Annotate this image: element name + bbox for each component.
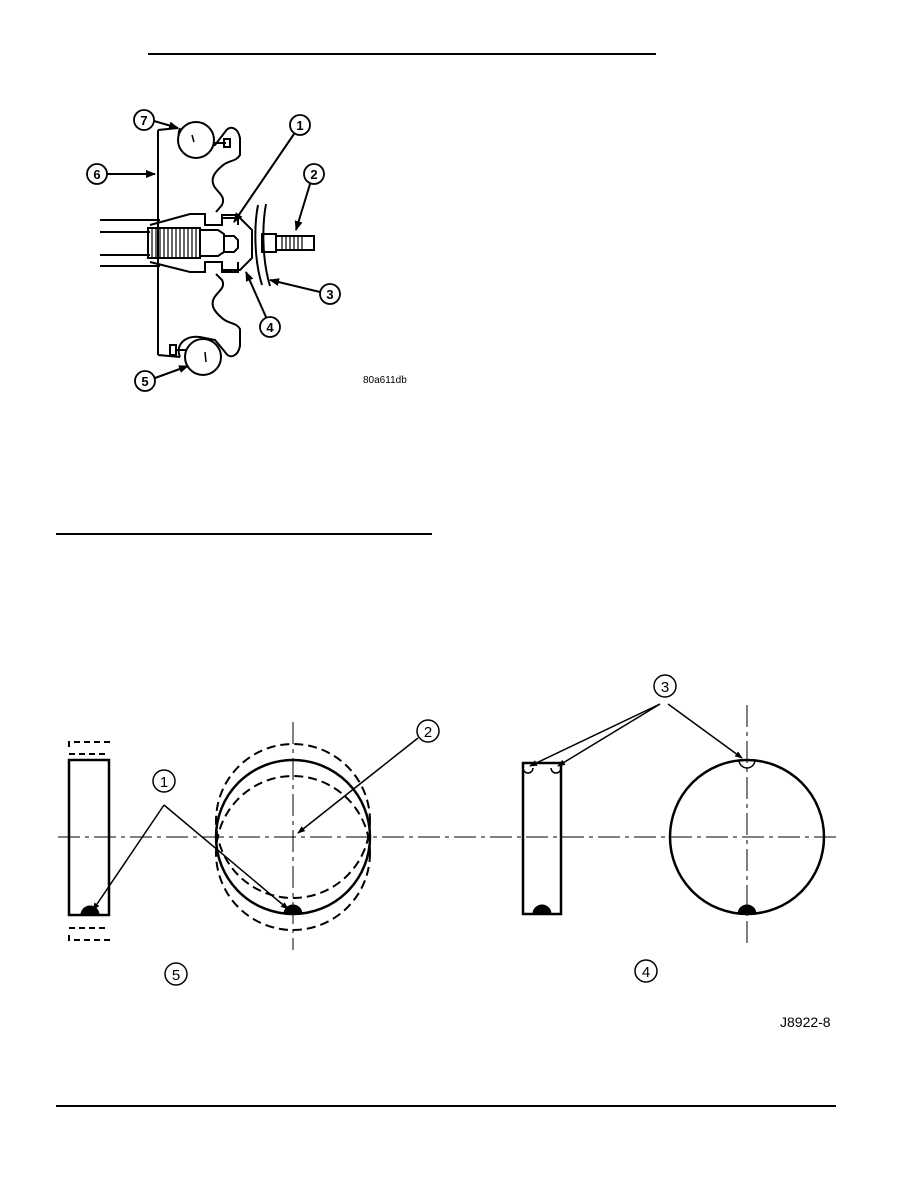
top-rule [148,53,656,55]
figure2-right-group [521,705,826,945]
figure2-left-group [67,722,372,950]
callout-4: 4 [245,271,281,338]
callout-7: 7 [133,109,179,131]
callout-6: 6 [86,163,156,185]
svg-text:3: 3 [661,679,669,696]
callout-1: 1 [92,769,289,911]
svg-text:5: 5 [172,967,180,984]
bottom-rule [56,1105,836,1107]
callout-1: 1 [233,114,311,223]
svg-text:3: 3 [326,287,333,302]
callout-3: 3 [269,278,341,305]
svg-text:1: 1 [160,774,168,791]
svg-text:1: 1 [296,118,303,133]
callout-4: 4 [634,959,658,983]
callout-5: 5 [164,962,188,986]
callout-2: 2 [294,163,325,231]
figure2-code: J8922-8 [780,1014,831,1030]
callout-2: 2 [297,719,440,834]
middle-rule [56,533,432,535]
svg-text:4: 4 [266,320,274,335]
svg-text:6: 6 [93,167,100,182]
figure1-code: 80a611db [363,375,407,386]
figure1-wheel-diagram [100,121,315,376]
callout-5: 5 [134,365,189,392]
svg-text:4: 4 [642,964,650,981]
svg-text:5: 5 [141,374,148,389]
svg-text:7: 7 [140,113,147,128]
figure2-callouts: 1 2 3 5 4 [92,674,743,986]
svg-text:2: 2 [424,724,432,741]
figure1-callouts: 7 6 1 2 3 4 5 [86,109,341,392]
svg-text:2: 2 [310,167,317,182]
callout-3: 3 [529,674,743,767]
